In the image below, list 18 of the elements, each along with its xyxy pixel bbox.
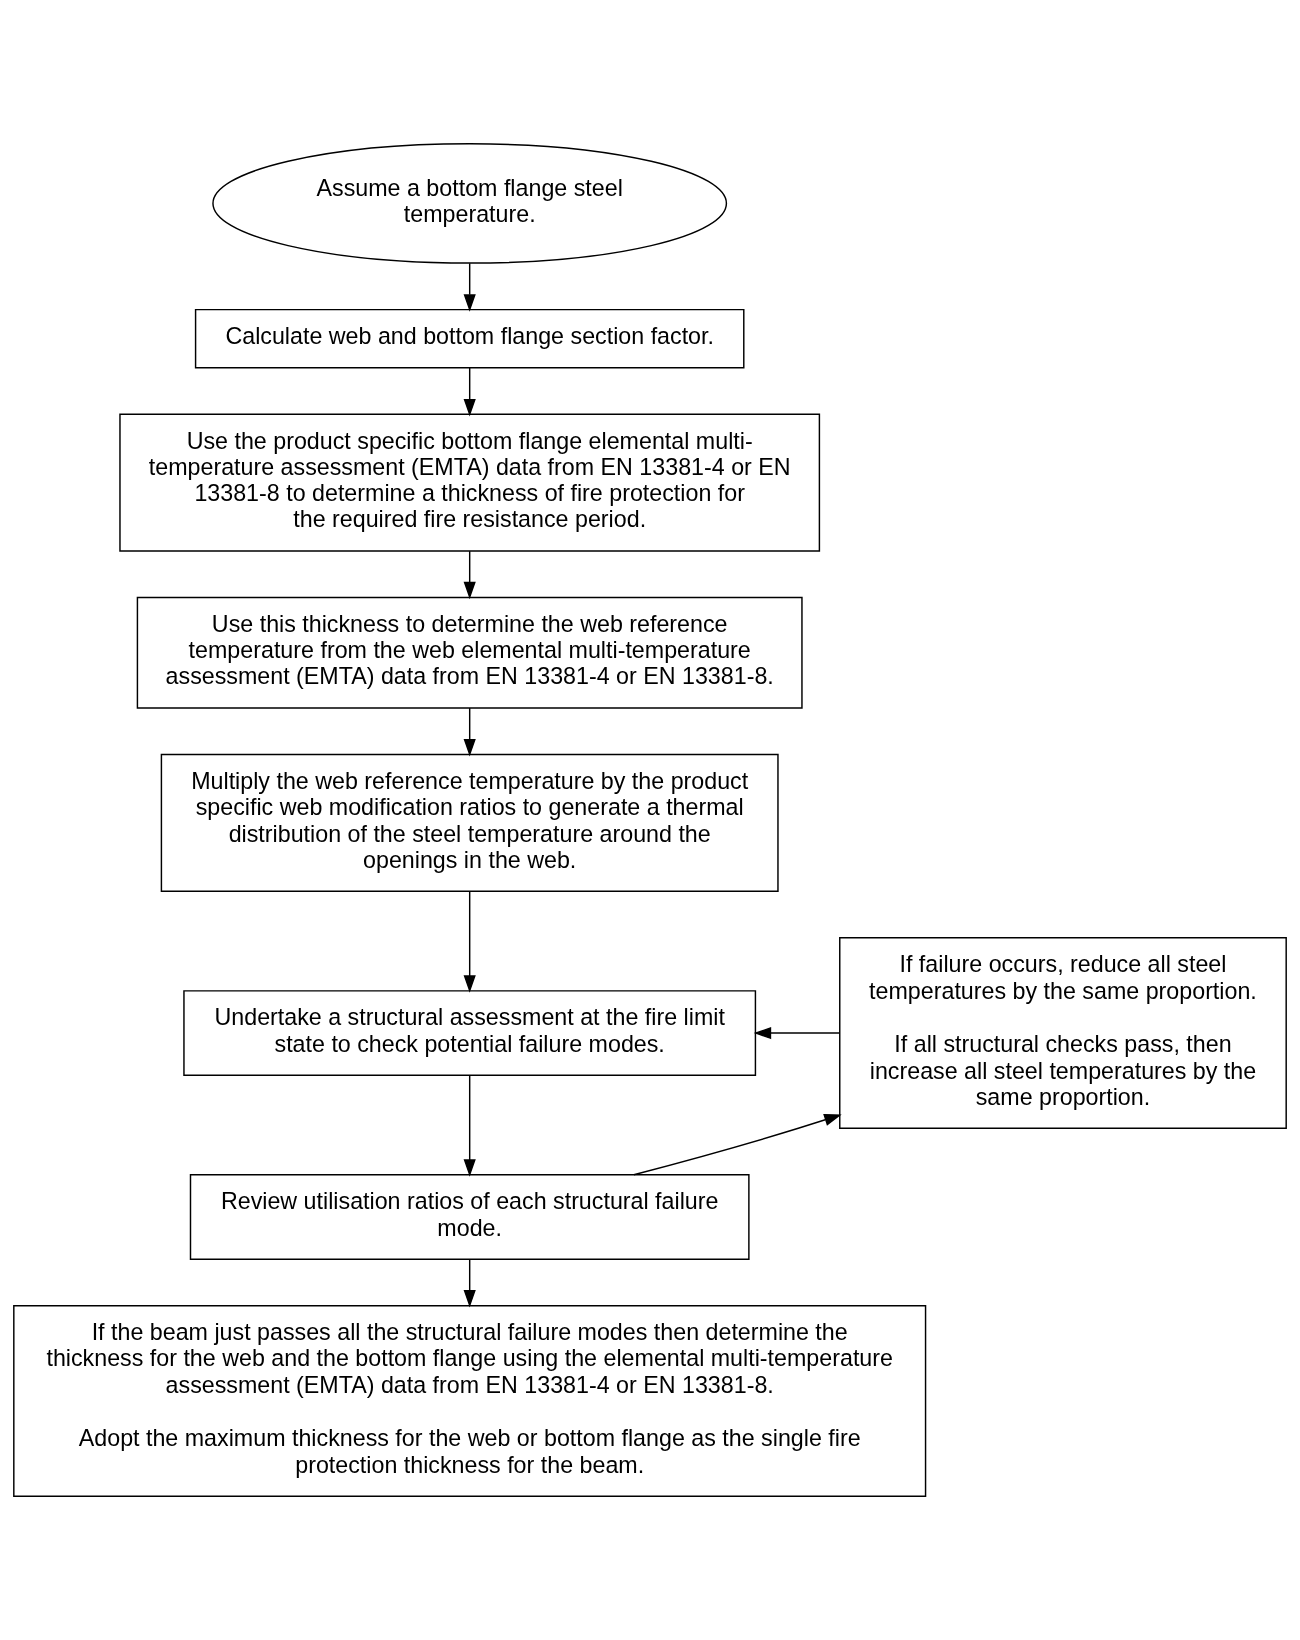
node-box: If the beam just passes all the structural failure modes then determine the thickness for the web and the bottom flange using the elemental multi-temperature assessment (EMTA) data from EN 13381-4 or EN 13381-8. Adopt the maximum thickness for the web or bottom flange as the single fire protection thickness for the beam. xyxy=(13,1304,927,1497)
node-ellipse: Assume a bottom flange steel temperature. xyxy=(212,143,728,264)
arrow xyxy=(463,890,476,993)
arrow xyxy=(463,262,476,312)
arrow xyxy=(463,367,476,417)
node-box: Review utilisation ratios of each structural failure mode. xyxy=(189,1174,750,1260)
node-box: Use the product specific bottom flange elemental multi-temperature assessment (EMTA) data from EN 13381-4 or EN 13381-8 to determine a thickness of fire protection for the required fire resistance period. xyxy=(119,413,821,552)
node-box: Use this thickness to determine the web reference temperature from the web elemental multi-temperature assessment (EMTA) data from EN 13381-4 or EN 13381-8. xyxy=(136,596,803,709)
node-box: If failure occurs, reduce all steel temperatures by the same proportion. If all structural checks pass, then increase all steel temperatures by the same proportion. xyxy=(839,937,1287,1129)
arrow xyxy=(633,1114,842,1176)
arrow xyxy=(753,1026,840,1040)
node-box: Undertake a structural assessment at the fire limit state to check potential failure modes. xyxy=(183,990,757,1076)
arrow xyxy=(463,707,476,757)
node-box: Multiply the web reference temperature by the product specific web modification ratios to generate a thermal distribution of the steel temperature around the openings in the web. xyxy=(160,753,779,892)
node-box: Calculate web and bottom flange section factor. xyxy=(194,308,745,369)
arrow xyxy=(463,1258,476,1308)
arrow xyxy=(463,1074,476,1177)
arrow xyxy=(463,550,476,600)
